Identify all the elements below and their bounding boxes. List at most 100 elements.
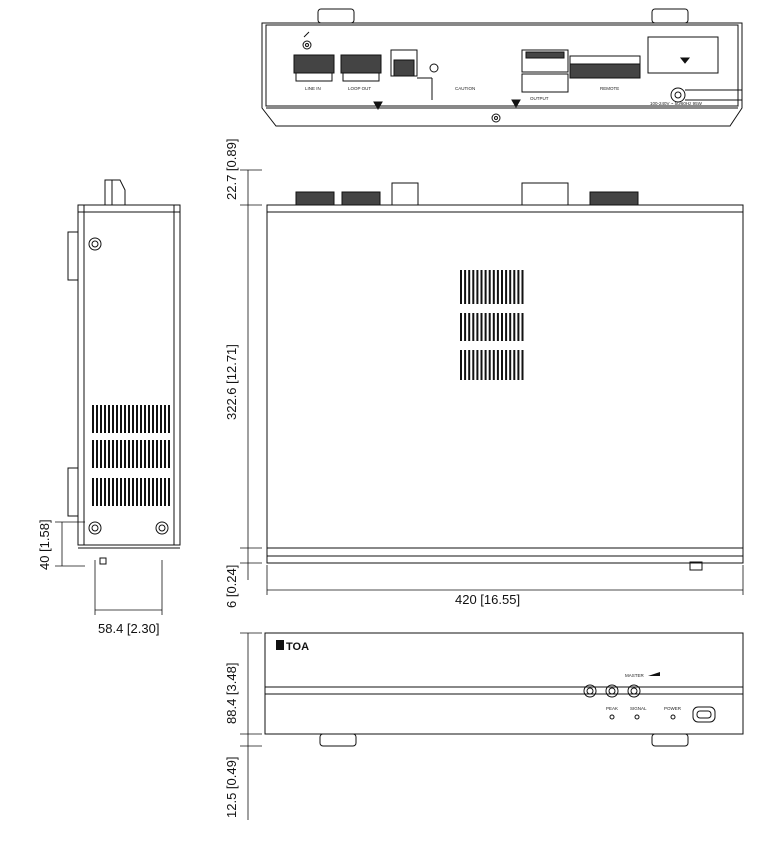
rear-label-power: 100-240V ~ 50/60Hz 95W (650, 101, 703, 106)
vent-slot (468, 350, 471, 380)
vent-slot (132, 478, 134, 506)
vent-slot (513, 350, 516, 380)
vent-slot (472, 313, 475, 341)
front-label-power: POWER (664, 706, 682, 711)
vent-slot (509, 313, 512, 341)
vent-slot (468, 270, 471, 304)
vent-slot (92, 405, 94, 433)
vent-slot (517, 350, 520, 380)
vent-slot (476, 270, 479, 304)
vent-slot (152, 405, 154, 433)
vent-slot (92, 440, 94, 468)
top-vents-1 (460, 270, 524, 304)
vent-slot (108, 440, 110, 468)
vent-slot (120, 478, 122, 506)
vent-slot (492, 270, 495, 304)
vent-slot (144, 440, 146, 468)
vent-slot (100, 478, 102, 506)
vent-slot (517, 270, 520, 304)
vent-slot (156, 405, 158, 433)
side-view (67, 179, 181, 565)
vent-slot (496, 270, 499, 304)
vent-slot (136, 405, 138, 433)
vent-slot (140, 405, 142, 433)
vent-slot (513, 270, 516, 304)
vent-slot (104, 405, 106, 433)
vent-slot (112, 405, 114, 433)
vent-slot (100, 440, 102, 468)
rear-label-output: OUTPUT (530, 96, 549, 101)
vent-slot (128, 440, 130, 468)
rear-view: LINE IN LOOP OUT CAUTION OUTPUT REMOTE 1… (261, 8, 743, 127)
dimension-lines (55, 169, 744, 820)
vent-slot (492, 313, 495, 341)
vent-slot (164, 478, 166, 506)
vent-slot (96, 405, 98, 433)
vent-slot (140, 478, 142, 506)
top-vents-3 (460, 350, 524, 380)
vent-slot (96, 440, 98, 468)
front-brand-logo: TOA (286, 641, 309, 653)
dim-side-width: 58.4 [2.30] (98, 621, 159, 636)
vent-slot (116, 405, 118, 433)
vent-slot (521, 313, 524, 341)
vent-slot (488, 350, 491, 380)
rear-label-loop-out: LOOP OUT (348, 86, 371, 91)
vent-slot (501, 313, 503, 341)
vent-slot (164, 405, 166, 433)
vent-slot (460, 350, 462, 380)
vent-slot (124, 405, 126, 433)
vent-slot (484, 270, 487, 304)
vent-slot (505, 313, 508, 341)
dim-front-foot-height: 12.5 [0.49] (224, 757, 239, 818)
front-label-signal: SIGNAL (630, 706, 647, 711)
rear-label-line-in: LINE IN (305, 86, 321, 91)
vent-slot (156, 478, 158, 506)
vent-slot (484, 350, 487, 380)
vent-slot (112, 478, 114, 506)
side-vents-3 (92, 478, 170, 506)
vent-slot (104, 478, 106, 506)
vent-slot (501, 270, 503, 304)
vent-slot (152, 478, 154, 506)
side-vents-1 (92, 405, 170, 433)
vent-slot (116, 440, 118, 468)
vent-slot (488, 270, 491, 304)
vent-slot (521, 270, 524, 304)
vent-slot (460, 270, 462, 304)
vent-slot (144, 478, 146, 506)
vent-slot (128, 405, 130, 433)
vent-slot (124, 440, 126, 468)
vent-slot (484, 313, 487, 341)
vent-slot (168, 478, 170, 506)
vent-slot (480, 350, 483, 380)
vent-slot (92, 478, 94, 506)
vent-slot (120, 440, 122, 468)
vent-slot (501, 350, 503, 380)
vent-slot (480, 313, 483, 341)
vent-slot (156, 440, 158, 468)
vent-slot (160, 440, 162, 468)
vent-slot (136, 440, 138, 468)
vent-slot (496, 313, 499, 341)
front-label-peak: PEAK (606, 706, 618, 711)
dim-front-height: 88.4 [3.48] (224, 663, 239, 724)
vent-slot (100, 405, 102, 433)
dim-top-width: 420 [16.55] (455, 592, 520, 607)
vent-slot (505, 350, 508, 380)
vent-slot (517, 313, 520, 341)
vent-slot (132, 440, 134, 468)
vent-slot (108, 405, 110, 433)
vent-slot (492, 350, 495, 380)
vent-slot (168, 440, 170, 468)
vent-slot (152, 440, 154, 468)
vent-slot (509, 350, 512, 380)
vent-slot (136, 478, 138, 506)
vent-slot (476, 313, 479, 341)
vent-slot (505, 270, 508, 304)
vent-slot (468, 313, 471, 341)
vent-slot (128, 478, 130, 506)
vent-slot (521, 350, 524, 380)
vent-slot (513, 313, 516, 341)
